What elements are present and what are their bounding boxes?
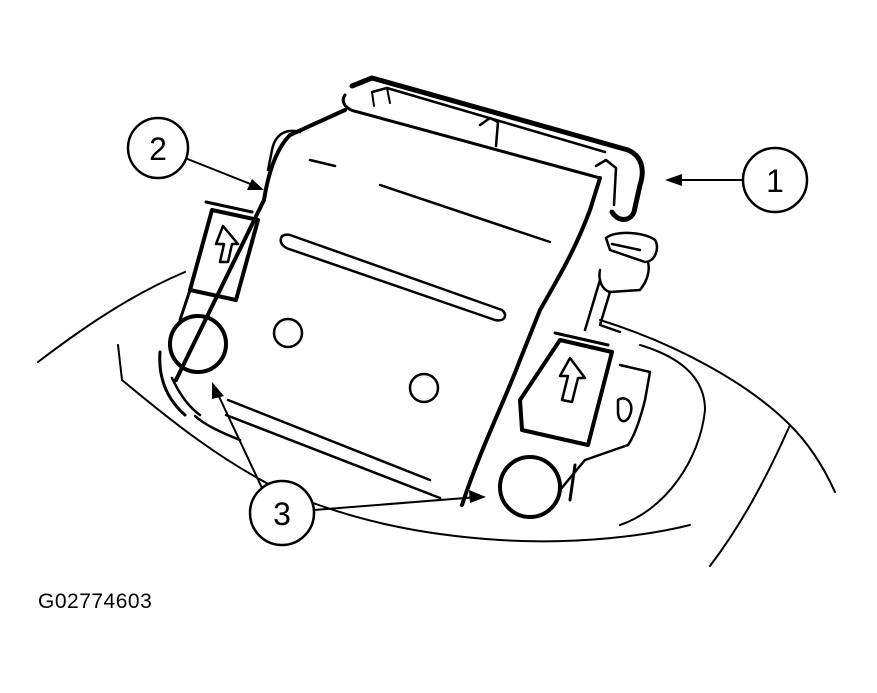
up-arrow-icon [214,224,240,264]
leader-line-2 [184,157,259,188]
arrowhead-3b [469,490,486,503]
switch-housing [174,108,602,507]
left-switch [158,200,260,442]
leader-lines [184,157,743,511]
leader-line-3b [313,496,479,511]
up-arrow-icon [558,356,587,404]
arrowhead-3a [212,382,224,399]
callout-label: 3 [273,496,291,532]
switch-top-bezel [341,75,645,222]
right-bracket [558,231,659,492]
callout-label: 2 [149,131,167,167]
trim-panel [37,271,836,567]
right-switch [498,331,614,519]
arrowhead-2 [247,179,264,190]
callout-label: 1 [766,163,784,199]
leader-line-3a [214,387,263,489]
callout-3: 3 [248,479,316,547]
arrowhead-1 [665,174,682,186]
figure-id: G02774603 [38,590,153,613]
callout-1: 1 [741,146,809,214]
callout-2: 2 [126,116,190,180]
leader-arrowheads [212,174,682,503]
